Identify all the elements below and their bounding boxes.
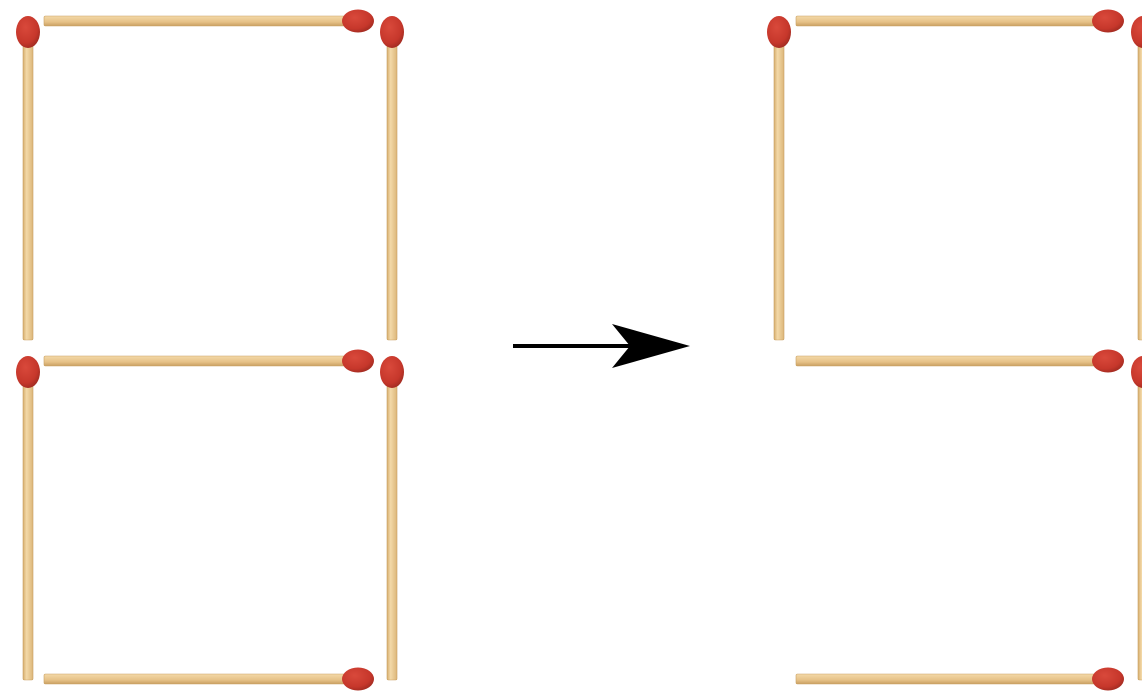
after-matchstick-middle: [796, 350, 1124, 373]
after-matchstick-top: [796, 10, 1124, 33]
before-matchstick-bottom: [44, 668, 374, 691]
before-matchstick-upper-left: [16, 16, 40, 340]
after-matchstick-upper-left: [767, 16, 791, 340]
matchstick-head: [1092, 668, 1124, 691]
matchstick-head: [767, 16, 791, 48]
before-matchstick-upper-right: [380, 16, 404, 340]
before-matchstick-middle: [44, 350, 374, 373]
matchstick-body: [23, 378, 33, 680]
matchstick-body: [387, 38, 397, 340]
matchstick-body: [1138, 378, 1142, 680]
before-matchstick-top: [44, 10, 374, 33]
matchstick-body: [44, 674, 360, 684]
matchstick-body: [1138, 38, 1142, 340]
matchstick-head: [1092, 350, 1124, 373]
after-matchstick-upper-right: [1131, 16, 1142, 340]
matchstick-body: [44, 16, 360, 26]
matchstick-body: [774, 38, 784, 340]
matchstick-head: [380, 16, 404, 48]
matchstick-body: [796, 356, 1110, 366]
matchstick-head: [16, 16, 40, 48]
matchstick-body: [387, 378, 397, 680]
before-configuration: [16, 10, 404, 691]
matchstick-body: [23, 38, 33, 340]
matchstick-body: [796, 16, 1110, 26]
transition-arrow: [513, 324, 690, 368]
matchstick-head: [16, 356, 40, 388]
matchstick-head: [1092, 10, 1124, 33]
matchstick-head: [342, 668, 374, 691]
after-matchstick-bottom: [796, 668, 1124, 691]
after-configuration: [767, 10, 1142, 691]
matchstick-head: [1131, 16, 1142, 48]
before-matchstick-lower-right: [380, 356, 404, 680]
matchstick-head: [342, 10, 374, 33]
matchstick-head: [1131, 356, 1142, 388]
before-matchstick-lower-left: [16, 356, 40, 680]
matchstick-body: [44, 356, 360, 366]
matchstick-body: [796, 674, 1110, 684]
after-matchstick-lower-right: [1131, 356, 1142, 680]
matchstick-head: [380, 356, 404, 388]
matchstick-head: [342, 350, 374, 373]
